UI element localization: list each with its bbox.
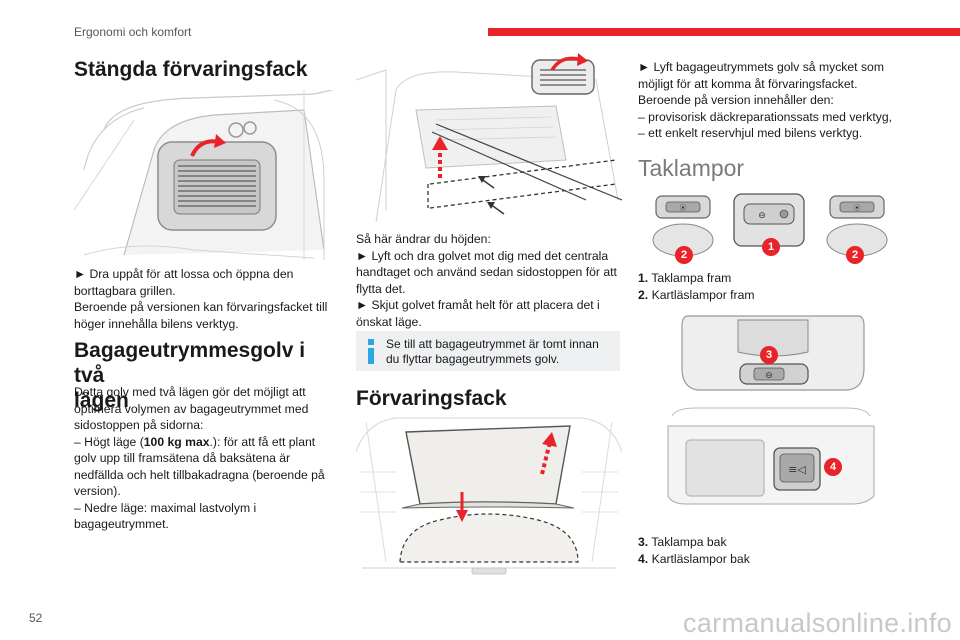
text-line: – Nedre läge: maximal lastvolym i (74, 500, 257, 515)
item-number: 3. (638, 535, 649, 549)
svg-text:⊖: ⊖ (765, 371, 773, 381)
paragraph-storage-access: ► Lyft bagageutrymmets golv så mycket so… (638, 59, 910, 142)
text-line: Se till att bagageutrymmet är tomt innan (386, 337, 599, 351)
svg-text:⊖: ⊖ (758, 211, 766, 221)
item-number: 4. (638, 551, 649, 566)
weight-limit: 100 kg max (143, 434, 210, 449)
text-line: bagageutrymmet. (74, 517, 169, 531)
text-line: flytta det. (356, 281, 406, 296)
info-note: Se till att bagageutrymmet är tomt innan… (356, 331, 620, 371)
text-line: nedfällda och helt tillbakadragna (beroe… (74, 467, 325, 482)
text-line: ► Lyft och dra golvet mot dig med det ce… (356, 248, 609, 263)
header-accent-bar (488, 28, 960, 36)
callout-badge-3: 3 (760, 346, 778, 364)
heading-line: lägen (74, 389, 129, 412)
svg-text:⦿: ⦿ (680, 204, 687, 212)
text-line: – ett enkelt reservhjul med bilens verkt… (638, 126, 863, 140)
list-item: 2. Kartläslampor fram (638, 287, 755, 304)
list-front-lamps: 1. Taklampa fram 2. Kartläslampor fram (638, 270, 755, 303)
callout-badge-4: 4 (824, 458, 842, 476)
text-line: Beroende på versionen kan förvaringsfack… (74, 300, 328, 314)
text-line: golv upp till framsätena då baksätena är (74, 451, 291, 465)
item-number: 2. (638, 287, 649, 302)
paragraph-grille-instructions: ► Dra uppåt för att lossa och öppna den … (74, 266, 334, 332)
text-fragment: – Högt läge ( (74, 434, 144, 449)
text-line: höger innehålla bilens verktyg. (74, 316, 239, 331)
svg-text:≡◁: ≡◁ (788, 463, 806, 476)
list-item: 1. Taklampa fram (638, 270, 755, 287)
figure-storage-compartment (356, 412, 622, 580)
text-line: du flyttar bagageutrymmets golv. (386, 352, 560, 366)
item-label: Taklampa bak (651, 535, 727, 549)
watermark: carmanualsonline.info (683, 608, 952, 638)
list-rear-lamps: 3. Taklampa bak 4. Kartläslampor bak (638, 534, 750, 567)
heading-two-level-floor: Bagageutrymmesgolv i två lägen (74, 338, 334, 413)
heading-line: Bagageutrymmesgolv i två (74, 339, 306, 387)
heading-closed-storage: Stängda förvaringsfack (74, 58, 308, 81)
page-number: 52 (29, 611, 43, 625)
paragraph-height-change: Så här ändrar du höjden: ► Lyft och dra … (356, 231, 622, 330)
item-label: Kartläslampor fram (651, 287, 755, 302)
callout-badge-2: 2 (846, 246, 864, 264)
svg-text:⦿: ⦿ (854, 204, 861, 212)
text-line: optimera volymen av bagageutrymmet med (74, 401, 309, 416)
item-number: 1. (638, 271, 649, 285)
text-line: ► Lyft bagageutrymmets golv så mycket so… (638, 60, 884, 74)
text-line: version). (74, 484, 121, 498)
text-line: ► Skjut golvet framåt helt för att place… (356, 298, 600, 312)
callout-badge-1: 1 (762, 238, 780, 256)
item-label: Kartläslampor bak (651, 551, 750, 566)
text-line: Så här ändrar du höjden: (356, 232, 491, 246)
callout-badge-2: 2 (675, 246, 693, 264)
info-text: Se till att bagageutrymmet är tomt innan… (386, 337, 612, 367)
text-line: handtaget och använd sedan sidostoppen f… (356, 265, 617, 279)
list-item: 3. Taklampa bak (638, 534, 750, 551)
text-line: önskat läge. (356, 314, 422, 329)
heading-storage-compartment: Förvaringsfack (356, 387, 507, 410)
figure-rear-reading-lamps: ≡◁ (666, 406, 876, 506)
section-title: Ergonomi och komfort (74, 25, 192, 39)
text-line: sidostoppen på sidorna: (74, 418, 204, 432)
figure-floor-adjustment (356, 50, 622, 222)
text-line: ► Dra uppåt för att lossa och öppna den (74, 267, 294, 281)
figure-storage-grille (74, 90, 332, 260)
text-line: Detta golv med två lägen gör det möjligt… (74, 385, 306, 399)
text-line: Beroende på version innehåller den: (638, 93, 834, 107)
text-fragment: .): för att få ett plant (209, 434, 316, 449)
paragraph-floor-description: Detta golv med två lägen gör det möjligt… (74, 384, 336, 533)
heading-ceiling-lamps: Taklampor (638, 155, 745, 181)
list-item: 4. Kartläslampor bak (638, 551, 750, 568)
info-icon (366, 339, 376, 364)
text-line: möjligt för att komma åt förvaringsfacke… (638, 76, 858, 91)
text-line: – provisorisk däckreparationssats med ve… (638, 109, 893, 124)
text-line: borttagbara grillen. (74, 283, 176, 298)
item-label: Taklampa fram (651, 271, 732, 285)
